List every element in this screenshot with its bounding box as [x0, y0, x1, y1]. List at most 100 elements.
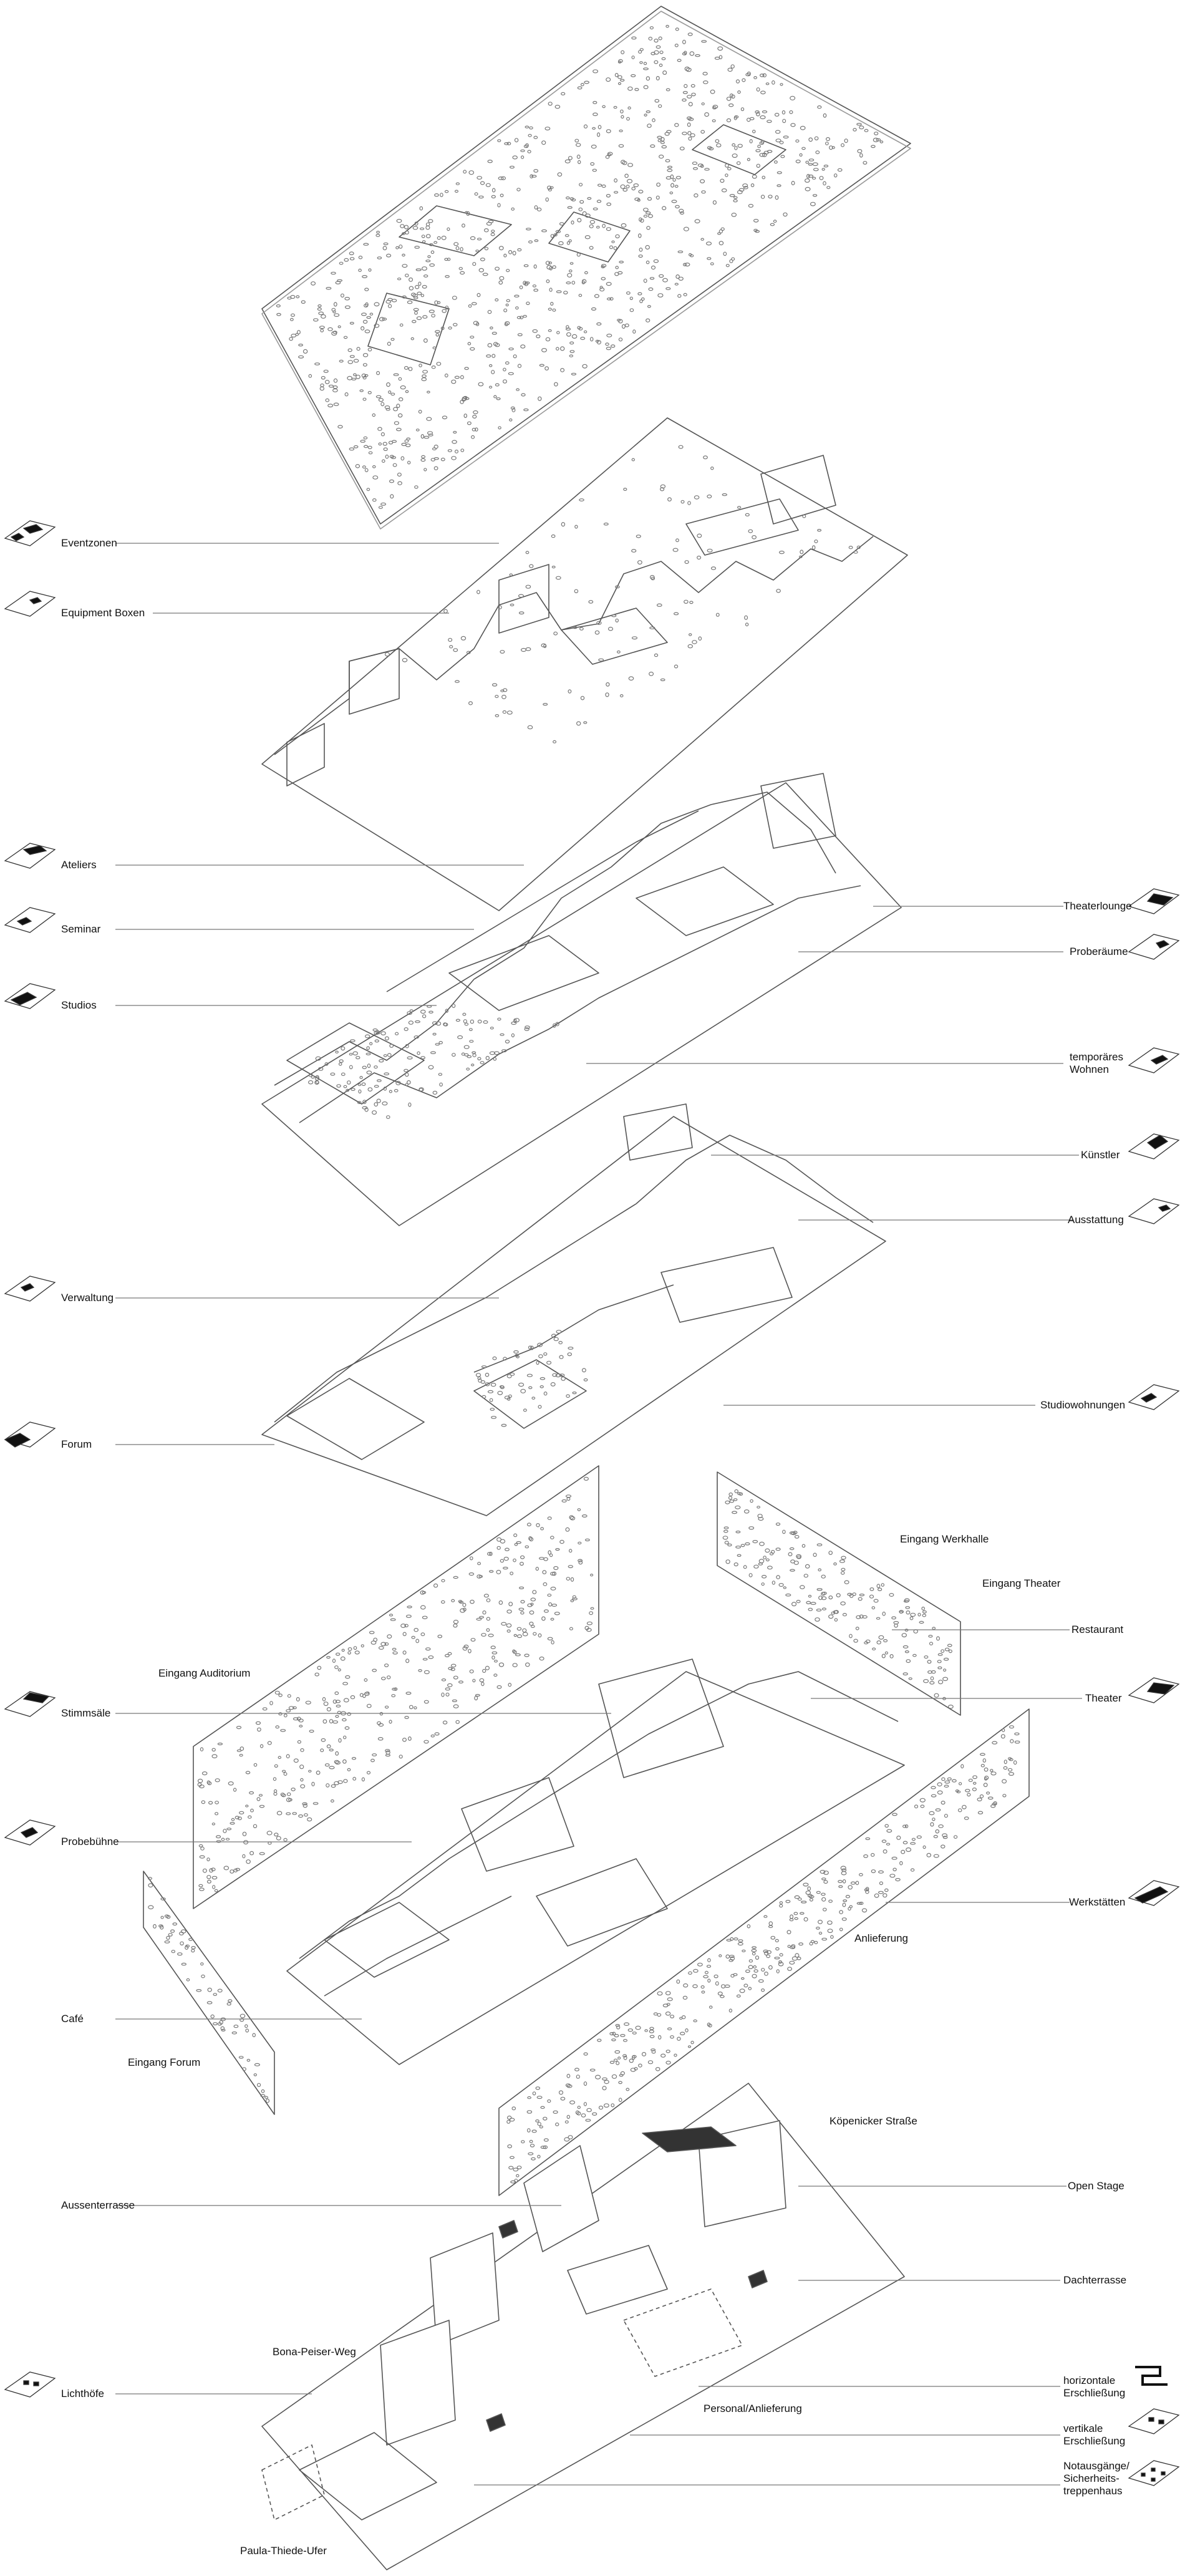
figure-mark [505, 321, 510, 326]
figure-mark [160, 1915, 164, 1919]
figure-mark [537, 2154, 541, 2159]
figure-mark [916, 1835, 922, 1839]
figure-mark [526, 2110, 533, 2114]
figure-mark [367, 1063, 371, 1068]
figure-mark [878, 1870, 884, 1874]
label-forum: Forum [61, 1438, 92, 1450]
figure-mark [688, 633, 692, 636]
figure-mark [677, 250, 684, 253]
figure-mark [796, 1957, 801, 1960]
label-seminar: Seminar [61, 923, 101, 935]
figure-mark [503, 308, 508, 312]
figure-mark [892, 1813, 897, 1816]
figure-mark [423, 1740, 429, 1744]
figure-mark [731, 94, 735, 99]
figure-mark [641, 297, 645, 301]
figure-mark [253, 1763, 258, 1767]
figure-mark [710, 262, 714, 266]
figure-mark [685, 2028, 689, 2033]
figure-mark [551, 1334, 556, 1338]
figure-mark [689, 51, 695, 56]
figure-mark [198, 1884, 203, 1887]
figure-mark [569, 1516, 576, 1521]
figure-mark [841, 1556, 846, 1560]
figure-mark [849, 1905, 853, 1909]
figure-mark [374, 302, 380, 307]
figure-mark [405, 443, 411, 447]
figure-mark [532, 329, 538, 333]
figure-mark [613, 105, 617, 109]
figure-mark [385, 1753, 391, 1757]
figure-mark [737, 143, 743, 148]
figure-mark [343, 1779, 348, 1783]
figure-mark [561, 92, 566, 95]
roof-layer [261, 6, 911, 530]
figure-mark [589, 1573, 594, 1577]
figure-mark [794, 1895, 800, 1899]
figure-mark [405, 1692, 412, 1695]
figure-mark [830, 1935, 834, 1939]
figure-mark [606, 346, 612, 351]
figure-mark [274, 1764, 278, 1768]
figure-mark [347, 1651, 351, 1655]
figure-mark [842, 1612, 847, 1617]
figure-mark [513, 354, 517, 359]
figure-mark [500, 650, 505, 654]
figure-mark [667, 1997, 673, 2002]
figure-mark [937, 1790, 943, 1795]
figure-mark [422, 1658, 428, 1661]
figure-mark [511, 1033, 515, 1038]
figure-mark [990, 1769, 994, 1772]
figure-mark [542, 1570, 547, 1574]
figure-mark [1014, 1740, 1020, 1744]
figure-mark [906, 1847, 912, 1852]
figure-mark [720, 1995, 725, 1998]
figure-mark [665, 287, 671, 291]
figure-mark [353, 359, 359, 363]
figure-mark [510, 1571, 514, 1576]
figure-mark [276, 312, 281, 316]
figure-mark [391, 1694, 396, 1698]
figure-mark [576, 2111, 581, 2116]
figure-mark [840, 1866, 846, 1871]
figure-mark [511, 207, 515, 211]
figure-mark [431, 314, 435, 317]
figure-mark [374, 1030, 379, 1035]
figure-mark [308, 1770, 312, 1773]
figure-mark [621, 223, 627, 228]
figure-mark [567, 1352, 573, 1357]
figure-mark [722, 493, 728, 496]
figure-mark [686, 95, 692, 99]
figure-mark [790, 123, 796, 127]
figure-mark [428, 1010, 433, 1014]
figure-mark [543, 2138, 549, 2142]
figure-mark [688, 253, 692, 256]
figure-mark [812, 162, 818, 167]
figure-mark [566, 2073, 571, 2078]
figure-mark [570, 1599, 574, 1602]
figure-mark [530, 1345, 534, 1350]
figure-mark [370, 1758, 375, 1763]
figure-mark [902, 1672, 908, 1676]
figure-mark [692, 640, 697, 644]
figure-mark [420, 1632, 425, 1637]
figure-mark [565, 1527, 570, 1532]
figure-mark [366, 1703, 372, 1708]
figure-mark [498, 176, 504, 180]
figure-mark [808, 158, 815, 162]
figure-mark [480, 181, 485, 185]
figure-mark [543, 2145, 548, 2149]
figure-mark [245, 1771, 251, 1775]
figure-mark [372, 498, 377, 502]
figure-mark [302, 1802, 307, 1806]
figure-mark [647, 304, 651, 308]
figure-mark [643, 62, 647, 65]
figure-mark [605, 342, 609, 346]
figure-mark [433, 1583, 438, 1588]
figure-mark [399, 323, 404, 327]
figure-mark [819, 176, 824, 180]
figure-mark [420, 1590, 425, 1595]
figure-mark [738, 1492, 743, 1496]
figure-mark [577, 218, 582, 223]
figure-mark [487, 309, 492, 314]
